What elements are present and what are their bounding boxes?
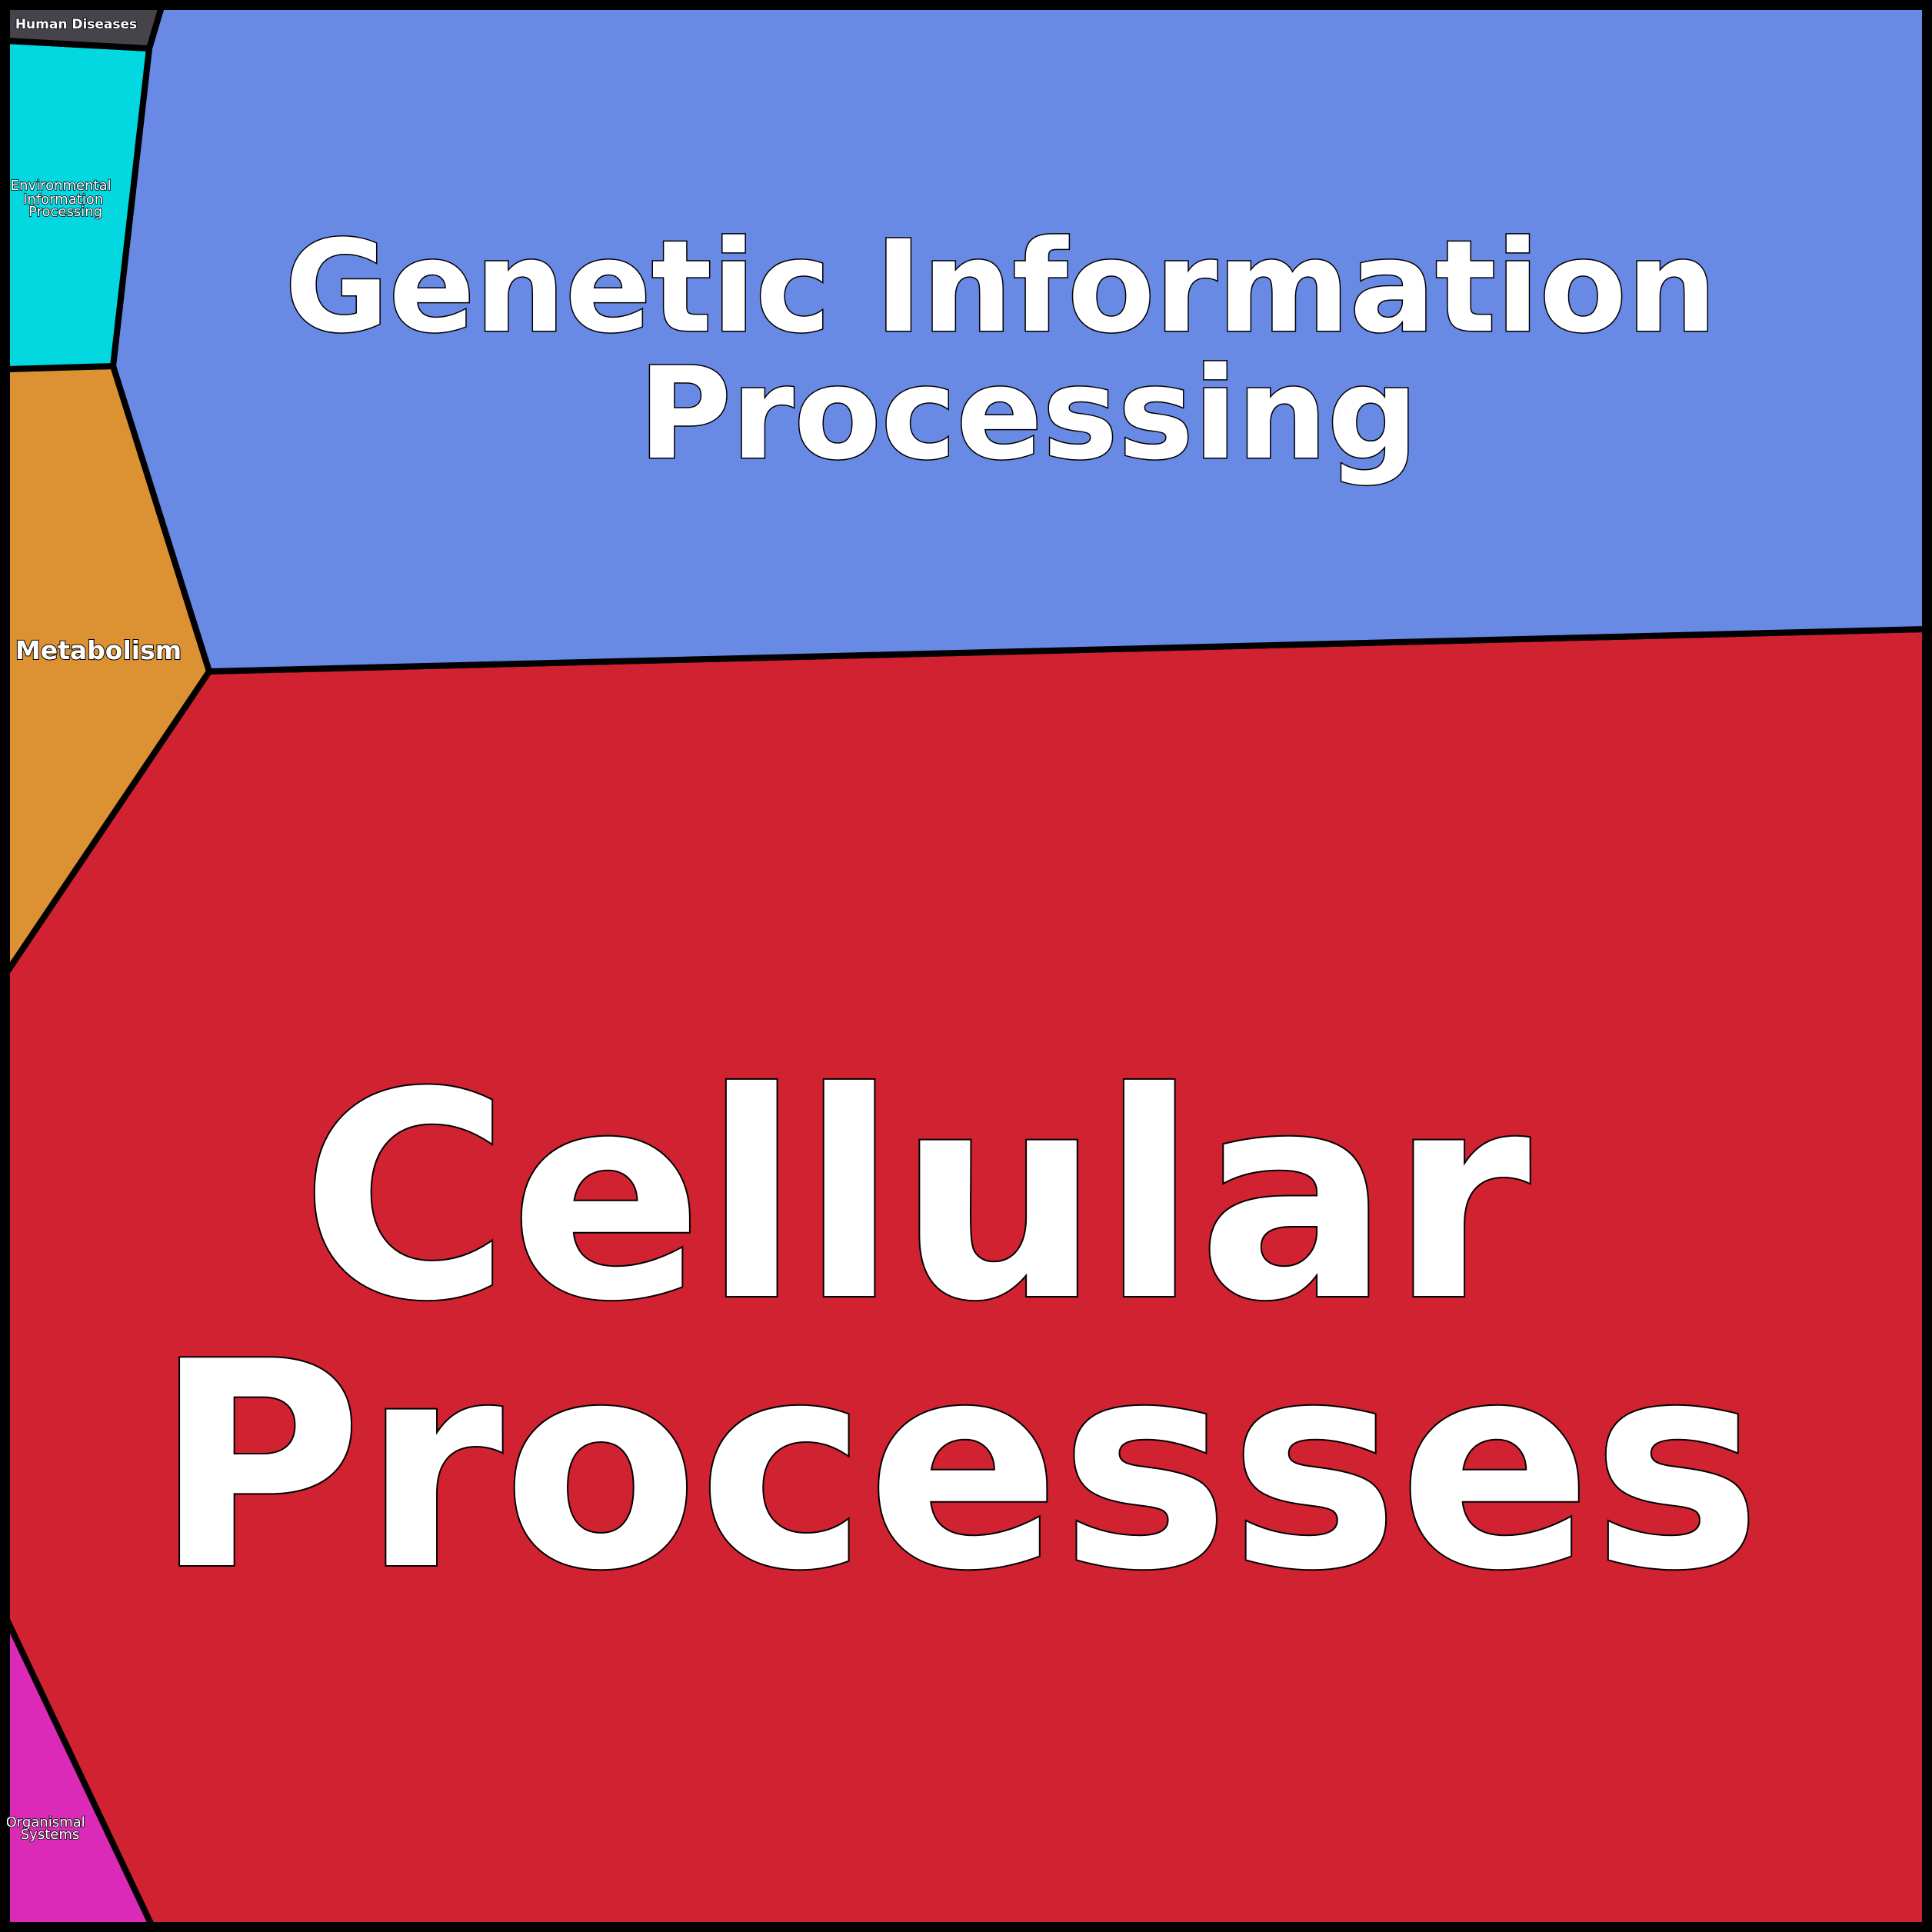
cell-environmental-information-processing[interactable]: Environmental Information Processing [4,38,152,372]
cell-cellular-processes-label: Cellular Processes [154,1033,1761,1633]
cell-environmental-information-processing-label: Environmental Information Processing [11,178,116,220]
cell-organismal-systems-label-line-2: Systems [21,1827,80,1843]
cell-cellular-processes[interactable]: Cellular Processes [4,626,1928,1928]
cell-genetic-information-processing-label-line-1: Genetic Information [285,213,1717,361]
cell-metabolism-label: Metabolism [15,635,182,665]
cell-organismal-systems-label-line-1: Organismal [6,1814,85,1830]
cell-organismal-systems-label: Organismal Systems [6,1814,90,1843]
cell-environmental-information-processing-label-line-1: Environmental [11,178,112,194]
cell-cellular-processes-label-line-1: Cellular [301,1033,1532,1364]
cell-environmental-information-processing-label-line-2: Information [23,192,103,208]
cell-cellular-processes-label-line-2: Processes [154,1302,1761,1633]
cell-metabolism-label-line-1: Metabolism [15,635,182,665]
cell-human-diseases-label: Human Diseases [15,17,137,32]
cell-human-diseases[interactable]: Human Diseases [4,4,165,52]
cell-human-diseases-label-line-1: Human Diseases [15,17,137,32]
cell-genetic-information-processing-label: Genetic Information Processing [285,213,1761,488]
cell-genetic-information-processing[interactable]: Genetic Information Processing [110,4,1928,675]
cell-environmental-information-processing-label-line-3: Processing [28,204,102,220]
cell-genetic-information-processing-label-line-2: Processing [638,340,1418,488]
